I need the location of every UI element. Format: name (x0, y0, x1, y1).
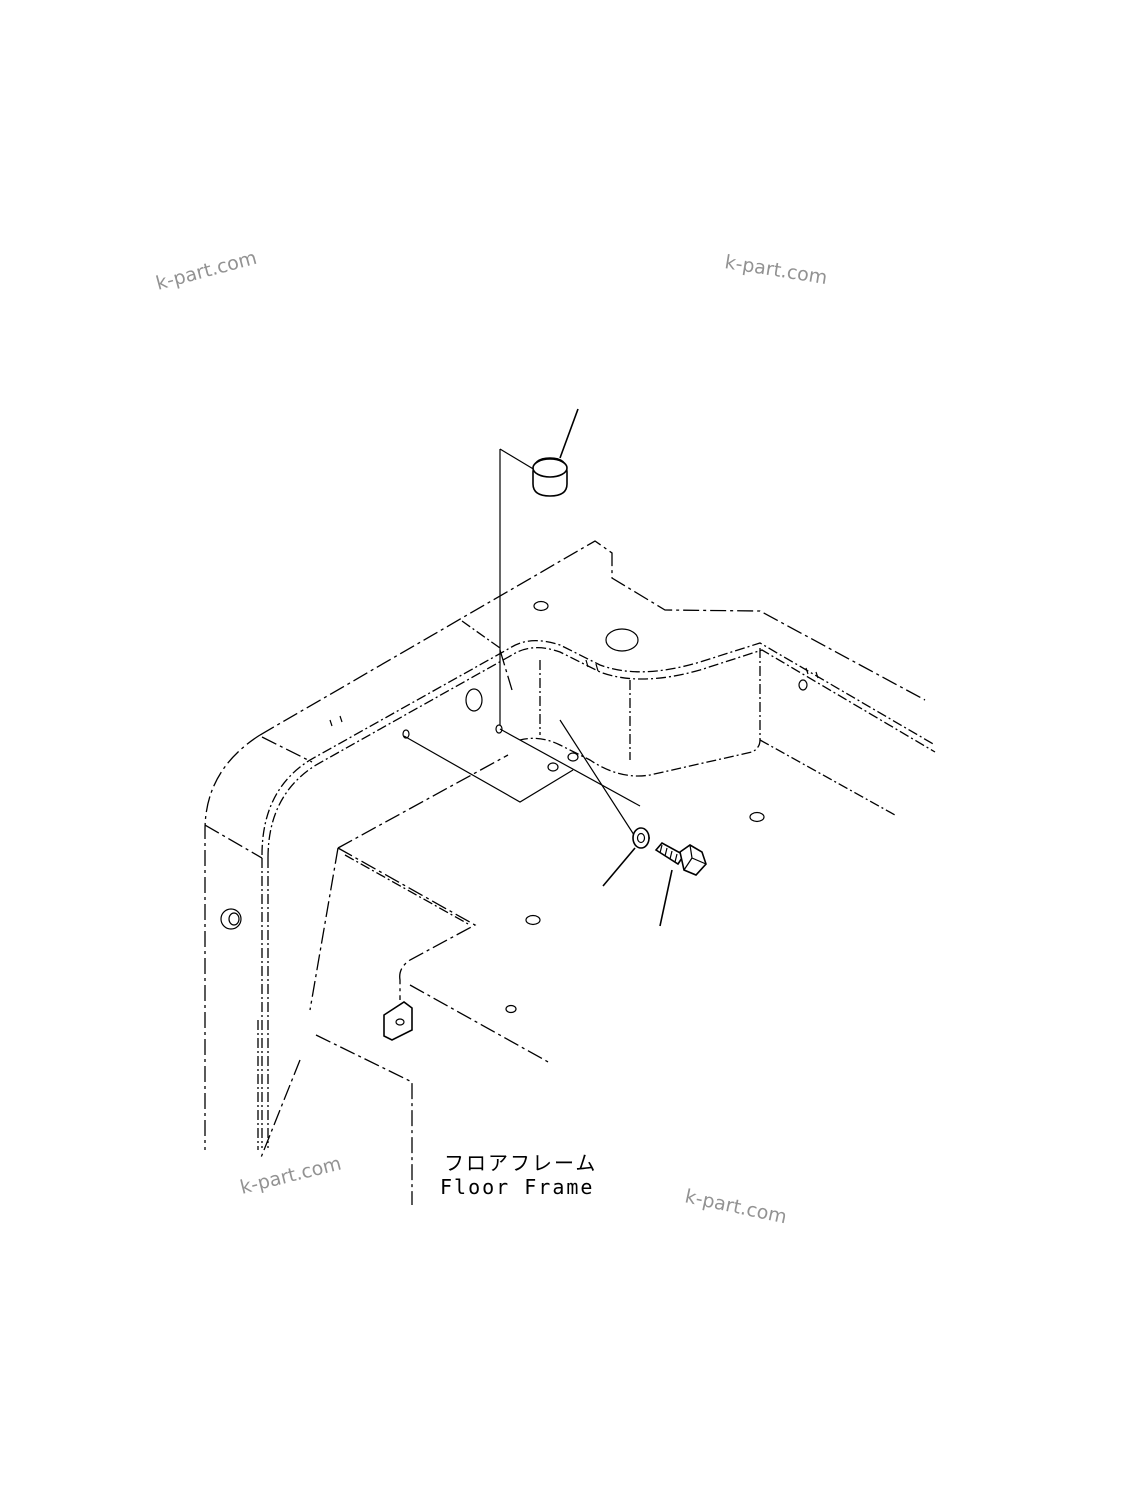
hex-bolt-icon (654, 841, 707, 927)
frame-holes (220, 600, 808, 1014)
watermark-top-left: k-part.com (154, 247, 260, 295)
bracket (383, 1001, 413, 1041)
watermark-bottom-left: k-part.com (238, 1152, 344, 1198)
floor-frame-outline (204, 540, 936, 1205)
cap-plug-icon (532, 408, 579, 497)
watermark-top-right: k-part.com (723, 251, 829, 289)
assembly-lines (403, 448, 650, 839)
washer-icon (602, 827, 650, 887)
floor-frame-label-en: Floor Frame (440, 1175, 594, 1199)
watermark-bottom-right: k-part.com (683, 1185, 789, 1228)
floor-frame-label-jp: フロアフレーム (444, 1151, 597, 1175)
